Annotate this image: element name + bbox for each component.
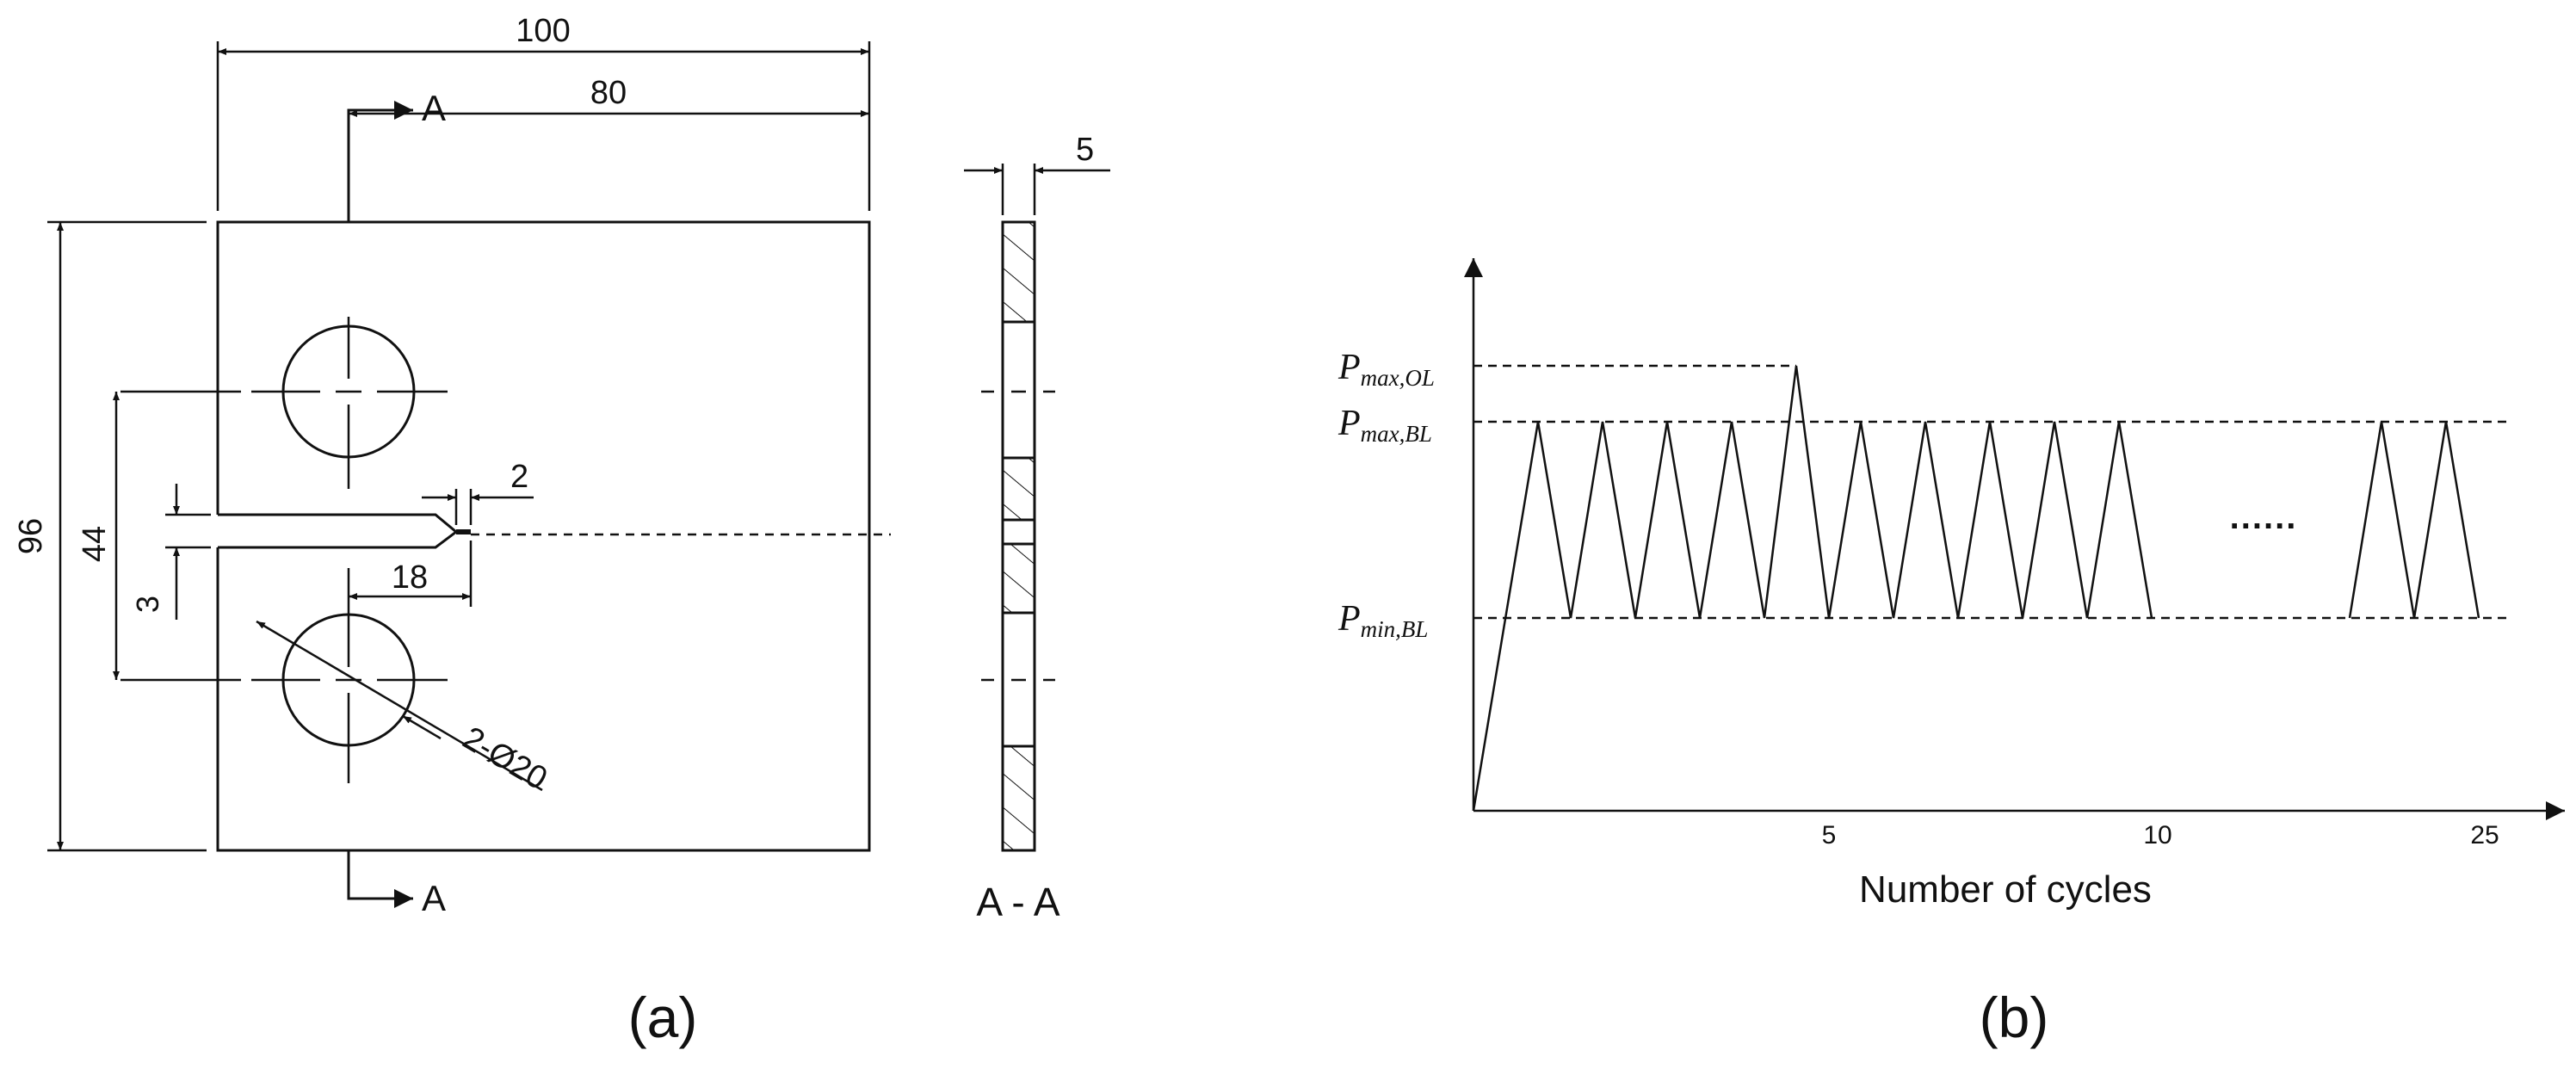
dimension-hole-spacing-label: 44 <box>77 526 113 562</box>
panel-b-caption: (b) <box>1980 985 2049 1049</box>
panel-a-specimen-drawing: A A 100 80 96 44 <box>13 13 1110 1049</box>
notch <box>218 513 459 549</box>
x-axis-label: Number of cycles <box>1859 868 2152 911</box>
load-waveform-tail <box>2348 421 2480 619</box>
dimension-notch-width-label: 3 <box>130 596 165 613</box>
label-p-min-bl: Pmin,BL <box>1337 599 1428 642</box>
dimension-width <box>216 41 871 211</box>
section-view-label: A - A <box>976 880 1059 924</box>
panel-b-load-chart: Pmax,OL Pmax,BL Pmin,BL ...... 5 10 25 N… <box>1337 258 2565 1049</box>
section-cut-line <box>347 101 413 908</box>
axes <box>1464 258 2565 820</box>
x-tick-5: 5 <box>1822 821 1837 849</box>
section-marker-top: A <box>422 88 446 128</box>
x-tick-10: 10 <box>2143 821 2171 849</box>
label-p-max-ol: Pmax,OL <box>1337 348 1435 391</box>
panel-a-caption: (a) <box>628 985 698 1049</box>
dimension-thickness-label: 5 <box>1076 132 1094 168</box>
section-marker-bottom: A <box>422 878 446 918</box>
dimension-notch-length <box>349 541 473 607</box>
dimension-notch-width <box>165 484 211 620</box>
dimension-hole-to-edge-label: 80 <box>590 75 627 111</box>
dimension-precrack <box>422 489 534 525</box>
dimension-height <box>47 220 207 852</box>
y-level-labels: Pmax,OL Pmax,BL Pmin,BL <box>1337 348 1435 642</box>
x-tick-labels: 5 10 25 <box>1822 821 2499 849</box>
section-view <box>981 220 1055 852</box>
label-p-max-bl: Pmax,BL <box>1337 404 1432 447</box>
dimension-thickness <box>964 164 1110 215</box>
dimension-notch-length-label: 18 <box>392 559 428 596</box>
load-waveform-series <box>1472 365 2153 812</box>
hole-centerlines <box>120 317 448 783</box>
dimension-holes-label: 2-Ø20 <box>456 720 553 798</box>
cycles-ellipsis: ...... <box>2230 498 2298 536</box>
dimension-width-label: 100 <box>516 13 570 49</box>
dimension-holes-leader <box>256 620 543 792</box>
dimension-precrack-label: 2 <box>510 459 528 495</box>
dimension-height-label: 96 <box>13 518 49 554</box>
plate-outline <box>216 220 871 852</box>
x-tick-25: 25 <box>2470 821 2499 849</box>
